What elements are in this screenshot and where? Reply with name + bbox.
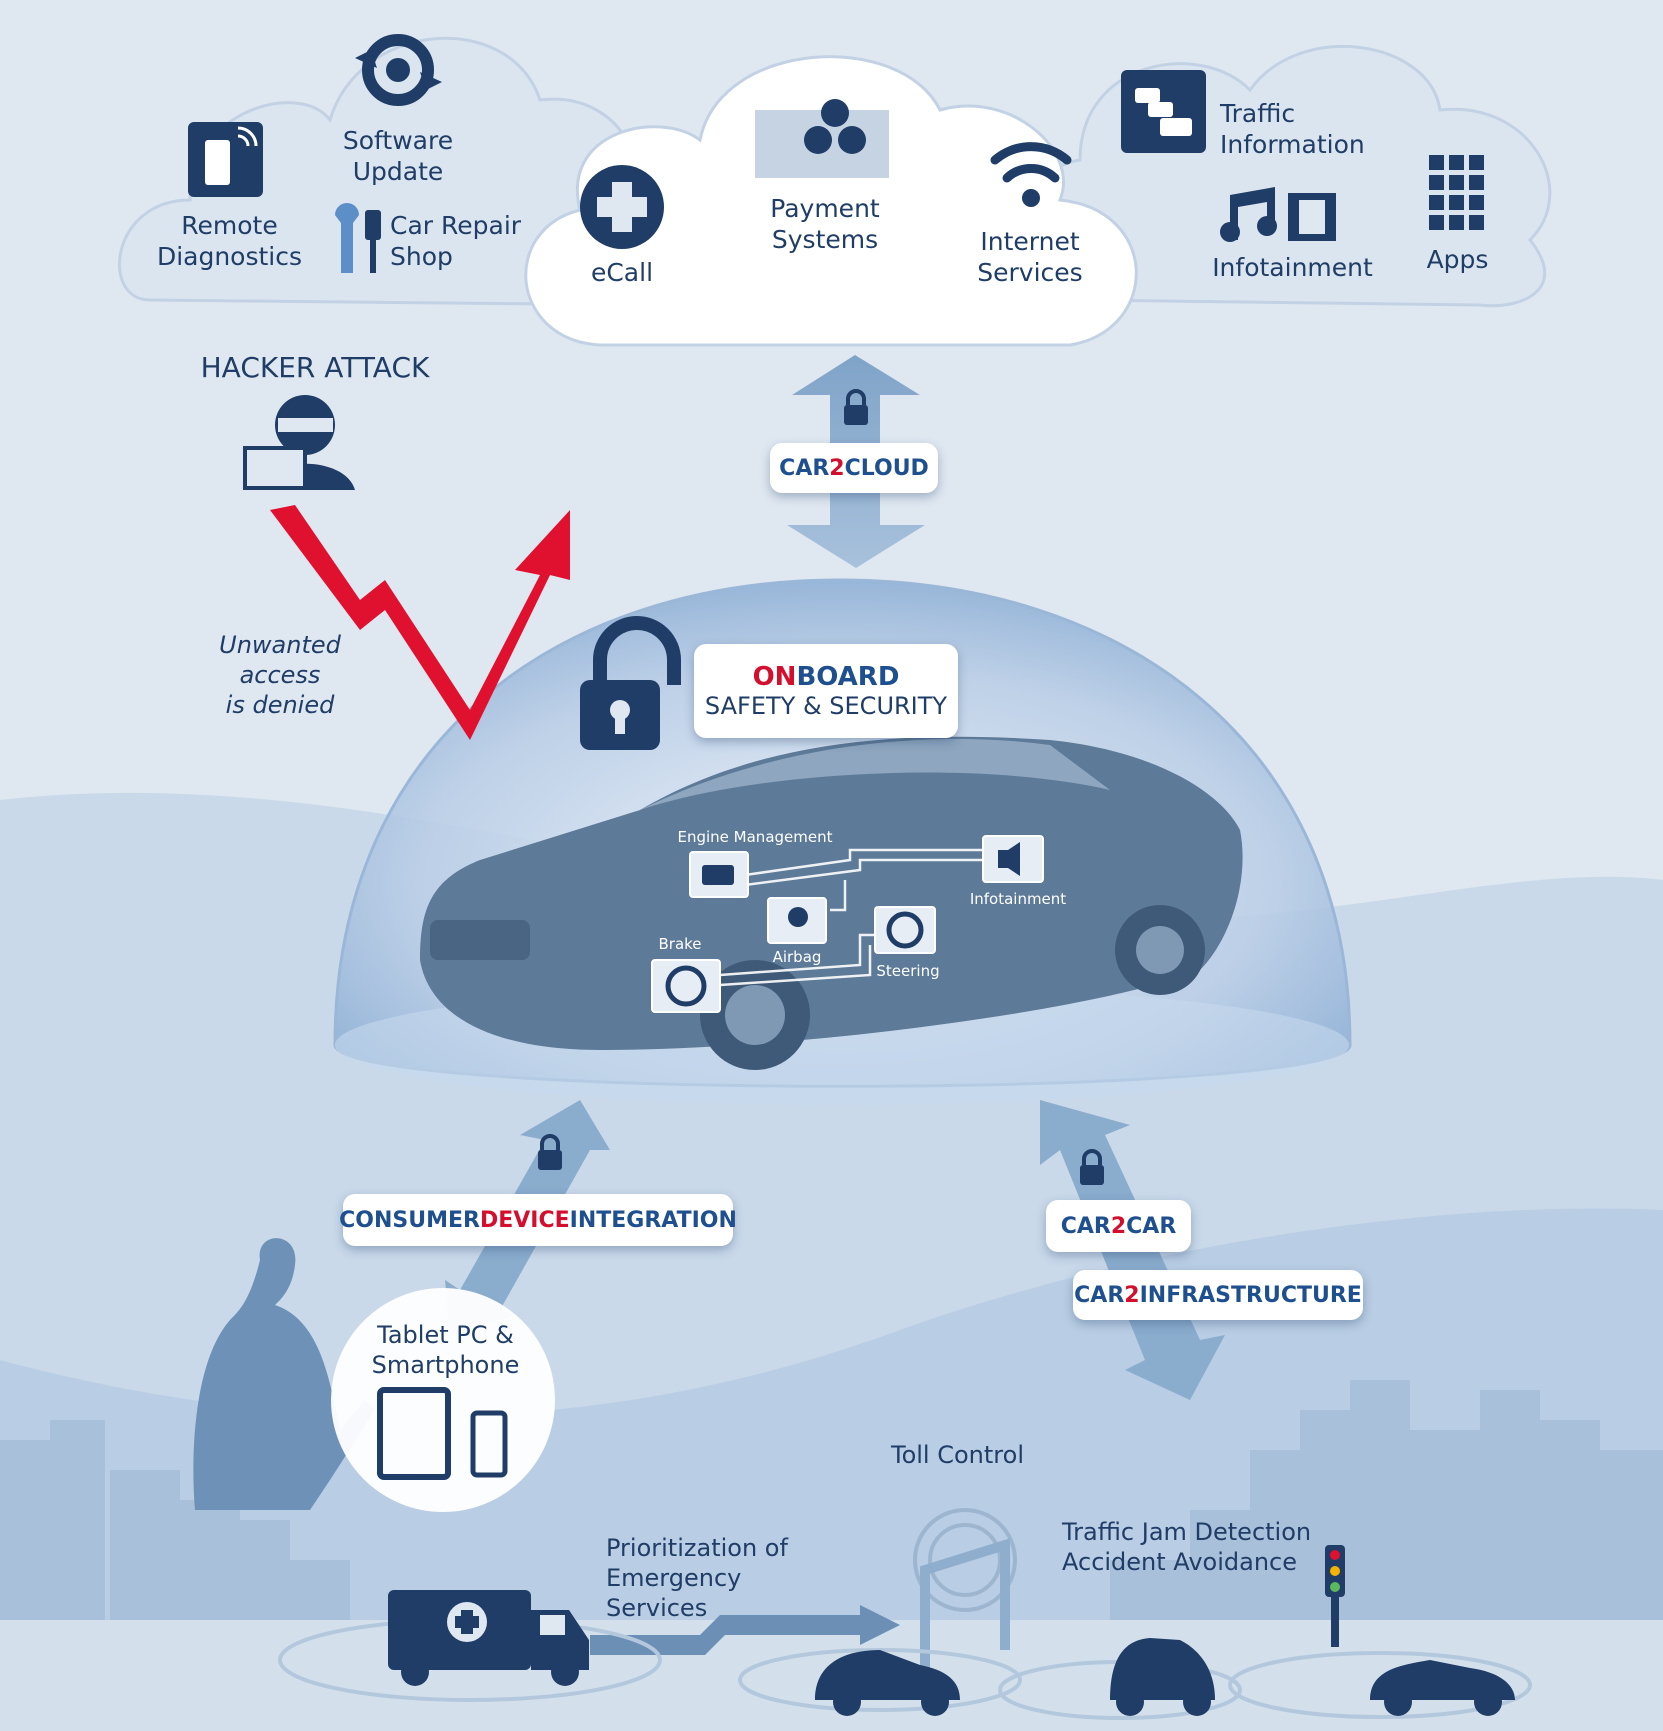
ecall-icon [580,165,664,249]
emergency-arrow [590,1605,900,1655]
convertible-car-icon [1370,1660,1515,1716]
traffic-light-icon [1325,1545,1345,1647]
tablet-icon [377,1387,451,1480]
remote-diagnostics-label: Remote Diagnostics [156,211,303,272]
hacker-lightning [270,505,570,740]
car2car-part-b: 2 [1110,1213,1127,1239]
module-wires [719,848,985,987]
car2car-part-c: CAR [1126,1213,1177,1239]
software-update-icon [355,34,442,106]
traffic-info-icon [1121,70,1206,153]
steering-label: Steering [876,962,940,980]
internet-services-label: Internet Services [977,227,1083,288]
hacker-attack-title: HACKER ATTACK [200,351,430,384]
ambulance-icon [388,1590,589,1686]
airbag-label: Airbag [772,948,822,966]
onboard-subtitle: SAFETY & SECURITY [704,692,948,720]
car2infra-part-b: 2 [1124,1282,1140,1308]
lock-icons [538,389,1104,1185]
access-denied-text: Unwanted access is denied [219,631,341,719]
consumer-part-b: DEVICE [479,1207,570,1233]
smartphone-icon [470,1410,508,1478]
car-repair-shop-label: Car Repair Shop [390,211,522,272]
car2cloud-part-a: CAR [779,455,830,481]
consumer-part-a: CONSUMER [339,1207,480,1233]
consumer-part-c: INTEGRATION [569,1207,737,1233]
music-icon [1220,187,1277,242]
software-update-label: Software Update [342,126,454,187]
ecall-label: eCall [590,258,654,287]
sports-car-icon [815,1650,960,1716]
infotainment-module-label: Infotainment [969,890,1067,908]
onboard-security-label: ONBOARD SAFETY & SECURITY [694,644,958,738]
emergency-services-label: Prioritization of Emergency Services [606,1534,788,1622]
wifi-icon [990,142,1072,207]
payment-systems-label: Payment Systems [770,194,880,255]
traffic-jam-label: Traffic Jam Detection Accident Avoidance [1062,1518,1312,1576]
onboard-board: BOARD [796,662,900,692]
remote-diagnostics-icon [188,122,263,197]
traffic-information-label: Traffic Information [1220,99,1365,160]
toll-gate [913,1508,1017,1680]
cloud-center [524,55,1138,347]
hacker-icon [243,395,355,490]
apps-label: Apps [1426,245,1489,274]
toll-control-label: Toll Control [891,1441,1024,1469]
module-icons [665,842,1020,1007]
onboard-on: ON [752,662,797,692]
padlock-icon [580,616,681,750]
film-icon [1288,193,1336,241]
payment-icon [755,99,889,178]
onboard-title: ONBOARD [753,662,900,692]
infotainment-cloud-label: Infotainment [1212,253,1373,282]
car2car-part-a: CAR [1060,1213,1111,1239]
car-silhouette [420,736,1243,1070]
tablet-smartphone-label: Tablet PC & Smartphone [371,1321,520,1379]
city-skyline [0,1380,1663,1620]
car2infra-part-c: INFRASTRUCTURE [1139,1282,1362,1308]
car2cloud-part-b: 2 [829,455,845,481]
car2infra-part-a: CAR [1074,1282,1125,1308]
apps-grid-icon [1429,155,1484,230]
person-silhouette [193,1238,375,1510]
car2cloud-part-c: CLOUD [844,455,929,481]
car-repair-icon [335,203,381,273]
device-circle [331,1288,555,1512]
engine-management-label: Engine Management [677,828,833,846]
compact-car-icon [1110,1638,1215,1716]
brake-label: Brake [658,935,702,953]
